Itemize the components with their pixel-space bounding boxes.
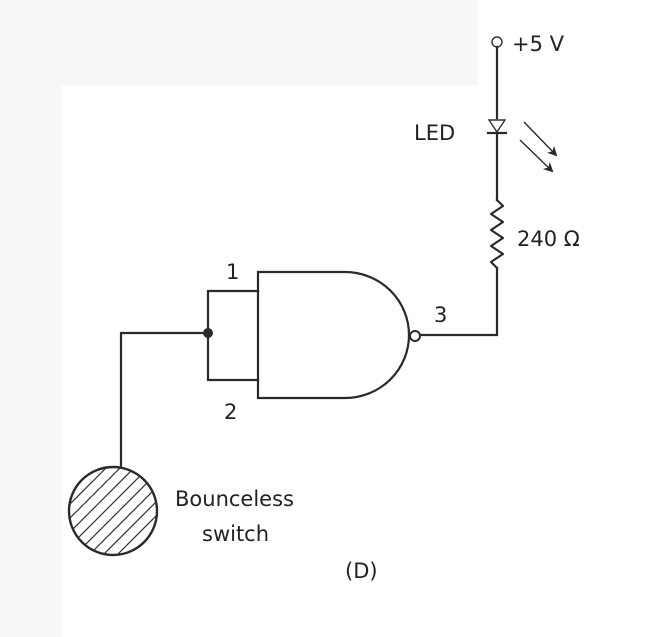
wire-resistor-to-output (419, 266, 499, 337)
pin-label-2: 2 (224, 400, 237, 424)
background-margin-left (0, 0, 62, 637)
figure-label: (D) (345, 559, 378, 583)
light-emission-arrow-icon (519, 139, 554, 173)
resistor-label: 240 Ω (517, 227, 580, 251)
inversion-bubble-icon (409, 330, 421, 342)
pin-label-3: 3 (434, 303, 447, 327)
led-label: LED (414, 121, 455, 145)
background-margin-top (0, 0, 478, 85)
bounceless-switch-symbol (67, 465, 159, 557)
led-symbol (486, 119, 558, 173)
nand-gate-body (256, 270, 411, 400)
wire-tied-inputs (206, 289, 260, 382)
wire-switch-to-junction (119, 331, 210, 469)
resistor-symbol (489, 198, 505, 270)
switch-outline (67, 465, 159, 557)
pin-label-1: 1 (226, 260, 239, 284)
switch-label-line2: switch (202, 522, 269, 546)
terminal-circle-icon (491, 36, 503, 48)
supply-label: +5 V (512, 32, 565, 56)
led-diode-triangle-icon (487, 119, 507, 134)
switch-label-line1: Bounceless (175, 487, 294, 511)
supply-terminal (491, 36, 503, 48)
light-emission-arrow-icon (523, 121, 558, 157)
